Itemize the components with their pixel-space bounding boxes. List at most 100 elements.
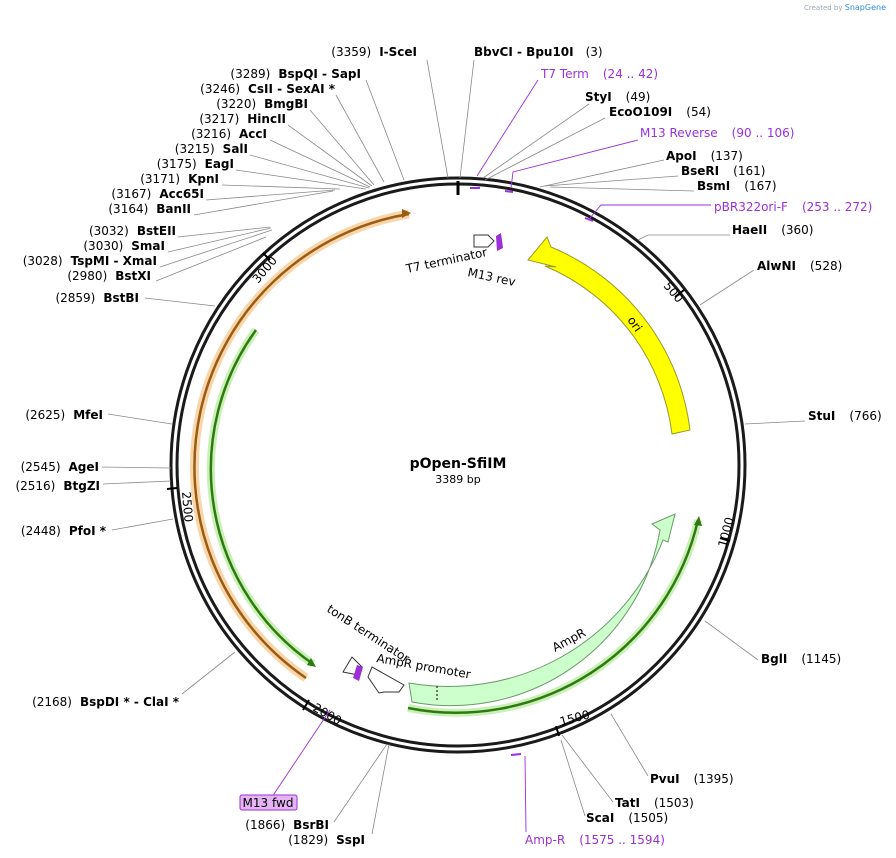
site-name: BstXI	[115, 269, 151, 283]
site-name: TatI	[615, 796, 640, 810]
site-pos: (3216)	[191, 127, 231, 141]
site-name: BseRI	[681, 164, 719, 178]
site-pos: (2859)	[55, 291, 95, 305]
primer-range: (24 .. 42)	[603, 67, 658, 81]
site-pos: (3)	[586, 45, 603, 59]
plasmid-length: 3389 bp	[435, 473, 480, 486]
site-pos: (3175)	[157, 157, 197, 171]
svg-text:TatI(1503): TatI (1503)	[615, 796, 694, 810]
site-name: BsmI	[697, 179, 730, 193]
primer-labels: T7 Term(24 .. 42) M13 Reverse(90 .. 106)…	[239, 67, 872, 847]
site-name: BanII	[156, 202, 191, 216]
site-name: CsII - SexAI *	[248, 82, 336, 96]
m13-rev-marker	[496, 233, 503, 251]
site-name: I-SceI	[379, 45, 417, 59]
t7-terminator-feature	[473, 234, 495, 248]
ticks	[166, 252, 731, 737]
svg-text:(3032)BstEII: (3032) BstEII	[89, 224, 176, 238]
svg-text:(3028)TspMI - XmaI: (3028)TspMI - XmaI	[23, 254, 157, 268]
svg-text:(3164)BanII: (3164)BanII	[108, 202, 191, 216]
credit-prefix: Created by	[804, 4, 843, 12]
site-pos: (3032)	[89, 224, 129, 238]
primer-range: (253 .. 272)	[802, 200, 872, 214]
site-pos: (2168)	[32, 695, 72, 709]
site-pos: (3171)	[140, 172, 180, 186]
site-name: StyI	[585, 90, 612, 104]
site-name: SspI	[336, 833, 365, 847]
ampr-feature	[408, 513, 676, 707]
svg-text:(3030)SmaI: (3030) SmaI	[83, 239, 165, 253]
svg-text:(3217)HincII: (3217)HincII	[199, 112, 286, 126]
site-pos: (3246)	[200, 82, 240, 96]
site-pos: (3215)	[175, 142, 215, 156]
site-pos: (2545)	[21, 460, 61, 474]
site-pos: (167)	[744, 179, 776, 193]
primer-name: T7 Term	[540, 67, 589, 81]
site-pos: (2625)	[25, 408, 65, 422]
site-pos: (1145)	[801, 652, 841, 666]
svg-text:BseRI(161): BseRI (161)	[681, 164, 765, 178]
site-name: BstEII	[137, 224, 176, 238]
site-name: SalI	[223, 142, 248, 156]
primer-name: Amp-R	[525, 833, 565, 847]
site-pos: (1866)	[245, 818, 285, 832]
site-labels-right: BbvCI - Bpu10I(3) StyI(49) EcoO109I(54) …	[474, 45, 882, 825]
site-pos: (1829)	[288, 833, 328, 847]
svg-text:BbvCI - Bpu10I(3): BbvCI - Bpu10I(3)	[474, 45, 603, 59]
svg-text:ApoI(137): ApoI (137)	[666, 149, 743, 163]
site-name: EcoO109I	[609, 105, 672, 119]
svg-text:BglI(1145): BglI(1145)	[761, 652, 841, 666]
site-pos: (2516)	[15, 479, 55, 493]
m13-fwd-badge	[239, 794, 298, 811]
site-pos: (360)	[781, 223, 813, 237]
site-pos: (161)	[733, 164, 765, 178]
site-name: AccI	[239, 127, 267, 141]
site-labels-left: (3359) I-SceI (3289) BspQI - SapI (3246) Cs…	[15, 45, 417, 847]
site-name: ScaI	[586, 811, 614, 825]
tonb-purple-marker	[353, 665, 363, 681]
site-name: SmaI	[131, 239, 165, 253]
site-pos: (54)	[686, 105, 711, 119]
site-pos: (528)	[810, 259, 842, 273]
primer-name: M13 Reverse	[640, 126, 718, 140]
svg-text:(3215)SalI: (3215) SalI	[175, 142, 248, 156]
green-feature-arrow-right	[694, 516, 702, 526]
snapgene-logo: SnapGene	[844, 3, 886, 12]
svg-text:ScaI(1505): ScaI (1505)	[586, 811, 668, 825]
site-name: MfeI	[73, 408, 103, 422]
site-pos: (137)	[711, 149, 743, 163]
svg-text:HaeII(360): HaeII(360)	[732, 223, 814, 237]
svg-text:pBR322ori-F(253 .. 272): pBR322ori-F(253 .. 272)	[714, 200, 872, 214]
site-name: BspQI - SapI	[278, 67, 361, 81]
site-name: HincII	[247, 112, 286, 126]
svg-text:(3289)BspQI - SapI: (3289) BspQI - SapI	[230, 67, 361, 81]
m13-fwd-label: M13 fwd	[243, 796, 294, 810]
site-pos: (1395)	[694, 772, 734, 786]
tick-label-500: 500	[661, 279, 686, 306]
site-pos: (2980)	[67, 269, 107, 283]
site-pos: (3030)	[83, 239, 123, 253]
snapgene-credit: Created by SnapGene	[804, 3, 886, 12]
svg-text:T7 Term(24 .. 42): T7 Term (24 .. 42)	[540, 67, 658, 81]
site-pos: (766)	[849, 409, 881, 423]
site-pos: (1503)	[654, 796, 694, 810]
site-pos: (3289)	[230, 67, 270, 81]
site-name: Acc65I	[159, 187, 204, 201]
site-name: ApoI	[666, 149, 697, 163]
svg-text:(3171)KpnI: (3171)KpnI	[140, 172, 219, 186]
site-name: BmgBI	[264, 97, 308, 111]
site-pos: (49)	[626, 90, 651, 104]
site-pos: (1505)	[628, 811, 668, 825]
site-pos: (2448)	[21, 524, 61, 538]
orange-feature-glow	[189, 209, 410, 682]
svg-text:AlwNI(528): AlwNI(528)	[757, 259, 842, 273]
green-feature-arc-right	[407, 519, 700, 714]
svg-text:EcoO109I(54): EcoO109I (54)	[609, 105, 711, 119]
svg-text:(3167)Acc65I: (3167)Acc65I	[111, 187, 204, 201]
site-name: BspDI * - ClaI *	[80, 695, 180, 709]
site-name: PvuI	[650, 772, 680, 786]
orange-feature-arc	[193, 212, 410, 680]
green-feature-arrow-left	[307, 658, 316, 667]
site-pos: (3359)	[331, 45, 371, 59]
